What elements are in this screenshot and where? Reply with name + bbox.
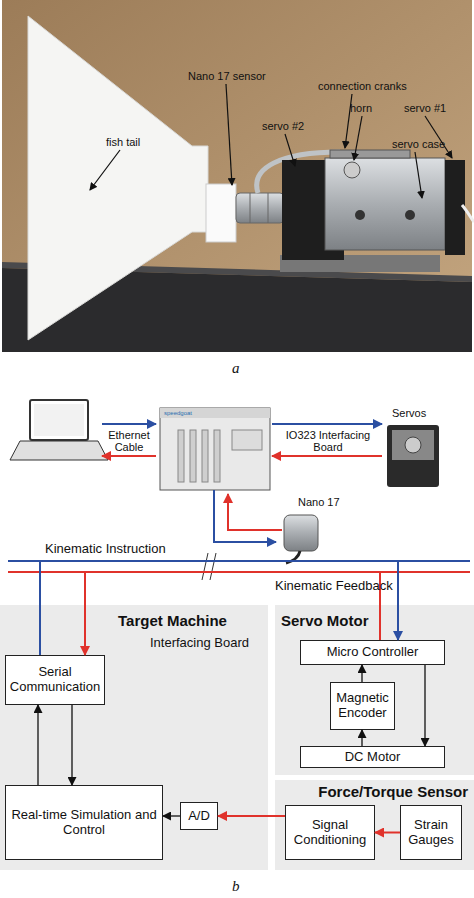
box-label: Real-time Simulation and Control	[8, 808, 160, 838]
part-label: Nano 17 sensor	[188, 70, 266, 82]
instruction-bus	[8, 560, 470, 562]
feedback-arrow	[228, 494, 282, 530]
box-label: Strain Gauges	[403, 818, 459, 848]
part-label: Ethernet Cable	[101, 429, 157, 453]
instruction-arrow	[272, 423, 382, 425]
part-label: Nano 17	[298, 496, 340, 508]
servo-wire	[462, 205, 474, 222]
laptop-screen	[30, 400, 88, 440]
panel-subtitle: Interfacing Board	[150, 635, 249, 650]
feedback-bus	[8, 571, 470, 573]
leader-line	[425, 116, 452, 158]
part-label: IO323 Interfacing Board	[280, 429, 376, 453]
signal-label: Kinematic Feedback	[275, 578, 393, 593]
servo-case	[325, 158, 445, 250]
fish-tail	[28, 16, 208, 340]
servo-icon	[387, 425, 439, 487]
leader-line	[354, 116, 362, 160]
process-box: Strain Gauges	[400, 805, 462, 860]
part-label: servo #1	[404, 102, 446, 114]
panel-letter: b	[232, 878, 240, 895]
card-slot	[202, 430, 208, 482]
process-box: Serial Communication	[5, 655, 105, 705]
part-label: connection cranks	[318, 80, 407, 92]
sensor-ring	[268, 193, 269, 223]
part-label: fish tail	[106, 136, 140, 148]
signal-label: Kinematic Instruction	[45, 541, 166, 556]
mount-plate	[206, 184, 236, 242]
process-box: DC Motor	[300, 746, 445, 768]
servo-body	[445, 160, 465, 255]
process-box: Real-time Simulation and Control	[5, 785, 163, 860]
connection-crank	[330, 150, 410, 158]
box-label: A/D	[188, 809, 210, 824]
panel-title: Servo Motor	[281, 612, 369, 629]
servo-icon-horn	[405, 437, 421, 453]
group-panel: Servo MotorMicro ControllerMagnetic Enco…	[275, 605, 474, 775]
feedback-arrow	[102, 455, 156, 457]
cardboard-background	[2, 0, 472, 352]
box-label: Serial Communication	[8, 665, 102, 695]
leader-line	[415, 152, 422, 198]
sensor-icon	[284, 515, 318, 551]
card-slot	[214, 430, 220, 482]
target-machine-case	[160, 408, 270, 490]
box-label: DC Motor	[345, 750, 401, 765]
group-panel: Force/Torque SensorSignal Conditioning St…	[275, 780, 474, 870]
leader-line	[226, 84, 232, 185]
process-box: A/D	[180, 802, 218, 830]
break-mark	[210, 553, 216, 580]
sensor-ring	[250, 193, 251, 223]
box-label: Signal Conditioning	[288, 818, 372, 848]
part-label: Servos	[392, 407, 426, 419]
box-label: Magnetic Encoder	[333, 691, 392, 721]
part-label: servo #2	[262, 120, 304, 132]
case-hole	[405, 210, 415, 220]
part-label: horn	[350, 102, 372, 114]
leader-line	[90, 150, 120, 190]
part-label: servo case	[392, 138, 445, 150]
servo-horn	[344, 162, 360, 178]
laptop-display	[34, 404, 84, 436]
feedback-arrow	[272, 455, 382, 457]
leader-line	[285, 134, 295, 166]
panel-letter: a	[232, 360, 240, 377]
process-box: Micro Controller	[300, 640, 445, 665]
instruction-arrow	[214, 490, 276, 542]
case-top	[160, 408, 270, 418]
process-box: Signal Conditioning	[285, 805, 375, 860]
box-label: Micro Controller	[327, 645, 419, 660]
part-label: speedgoat	[164, 410, 192, 417]
panel-title: Target Machine	[118, 612, 227, 629]
instruction-arrow	[102, 423, 156, 425]
force-sensor	[236, 193, 284, 223]
servo-icon-face	[392, 430, 434, 460]
process-box: Magnetic Encoder	[330, 682, 395, 730]
break-mark	[202, 553, 208, 580]
card-slot	[190, 430, 196, 482]
case-hole	[355, 210, 365, 220]
laptop-base	[10, 441, 108, 460]
drive-bay	[232, 430, 262, 450]
group-panel: Target MachineInterfacing BoardSerial Co…	[0, 605, 268, 870]
panel-title: Force/Torque Sensor	[318, 783, 468, 800]
card-slot	[178, 430, 184, 482]
